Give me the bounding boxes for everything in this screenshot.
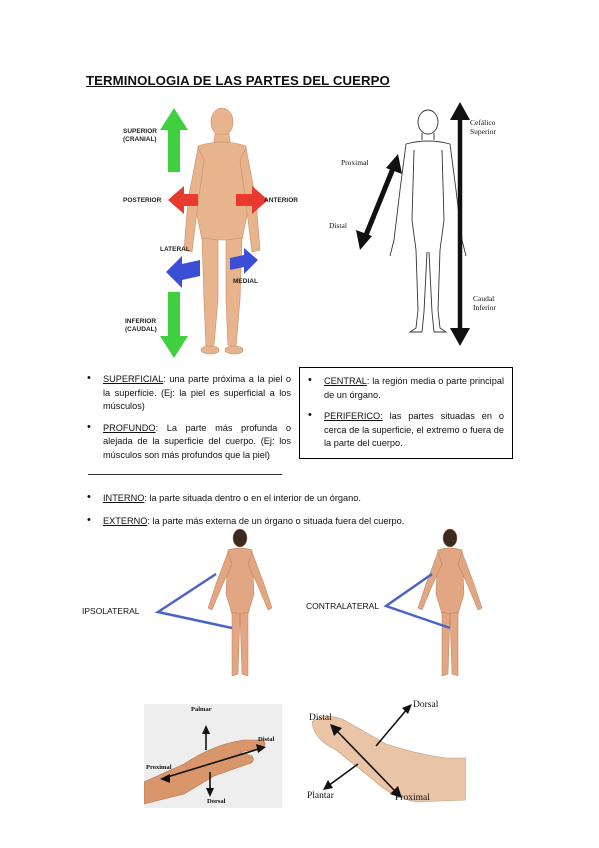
def-superficial: : una parte próxima a la piel o la super… (103, 374, 291, 411)
label-cefalico: Cefálico (470, 118, 496, 127)
label-posterior: POSTERIOR (123, 197, 162, 204)
label-hand-dorsal: Dorsal (207, 798, 226, 805)
inferior-arrow (160, 292, 188, 358)
page-title: TERMINOLOGIA DE LAS PARTES DEL CUERPO (86, 73, 390, 88)
def-profundo: : La parte más profunda o alejada de la … (103, 422, 291, 460)
label-distal: Distal (329, 221, 347, 230)
def-interno: : la parte situada dentro o en el interi… (144, 493, 361, 503)
anterior-arrow (236, 186, 268, 214)
medial-arrow (230, 248, 258, 274)
label-superior: SUPERIOR (123, 128, 157, 135)
def-periferico: las partes situadas en o cerca de la sup… (324, 411, 504, 448)
ipsolateral-lines (154, 572, 233, 630)
divider (88, 474, 282, 475)
label-caudal-2: Caudal (473, 294, 495, 303)
label-hand-proximal: Proximal (146, 764, 172, 771)
lateral-figures (154, 528, 483, 677)
list-item: SUPERFICIAL: una parte próxima a la piel… (87, 372, 291, 414)
list-item: INTERNO: la parte situada dentro o en el… (87, 491, 517, 506)
def-externo: : la parte más externa de un órgano o si… (147, 515, 405, 526)
label-ipsolateral: IPSOLATERAL (82, 606, 140, 616)
left-bullet-list: SUPERFICIAL: una parte próxima a la piel… (87, 372, 291, 470)
proximal-distal-arrow (361, 165, 397, 241)
contralateral-lines (383, 572, 451, 630)
list-item: PROFUNDO: La parte más profunda o alejad… (87, 421, 291, 463)
female-figure-contralateral (417, 528, 483, 677)
term-interno: INTERNO (103, 493, 145, 503)
posterior-arrow (168, 186, 198, 214)
def-central: : la región media o parte principal de u… (324, 376, 504, 400)
label-palmar: Palmar (191, 706, 212, 713)
term-central: CENTRAL (324, 376, 367, 386)
foot-shape (311, 716, 466, 803)
full-bullet-list: INTERNO: la parte situada dentro o en el… (87, 491, 517, 536)
label-anterior: ANTERIOR (264, 197, 298, 204)
label-foot-distal: Distal (309, 713, 332, 723)
term-externo: EXTERNO (103, 515, 148, 526)
anatomical-directions-figure (160, 107, 268, 358)
term-periferico: PERIFERICO: (324, 411, 383, 421)
label-contralateral: CONTRALATERAL (306, 601, 380, 611)
label-foot-proximal: Proximal (395, 793, 430, 803)
label-foot-plantar: Plantar (307, 791, 334, 801)
female-figure-ipsolateral (207, 528, 273, 677)
list-item: CENTRAL: la región media o parte princip… (308, 374, 504, 402)
foot-directions-figure (311, 704, 466, 803)
label-inferior: INFERIOR (125, 318, 157, 325)
label-lateral: LATERAL (160, 246, 190, 253)
proximal-distal-figure (356, 102, 470, 346)
label-superior-2: Superior (470, 127, 496, 136)
human-body-figure (183, 107, 261, 355)
term-superficial: SUPERFICIAL (103, 374, 164, 384)
label-medial: MEDIAL (233, 278, 258, 285)
label-caudal: (CAUDAL) (125, 326, 157, 333)
outline-body-figure (389, 109, 467, 333)
list-item: PERIFERICO: las partes situadas en o cer… (308, 409, 504, 451)
list-item: EXTERNO: la parte más externa de un órga… (87, 514, 517, 529)
central-periferico-box: CENTRAL: la región media o parte princip… (299, 367, 513, 459)
hand-directions-figure (144, 704, 282, 808)
label-cranial: (CRANIAL) (123, 136, 157, 143)
superior-arrow (160, 108, 188, 172)
label-hand-distal: Distal (258, 736, 275, 743)
term-profundo: PROFUNDO (103, 422, 156, 433)
label-inferior-2: Inferior (473, 303, 496, 312)
lateral-arrow (166, 256, 200, 288)
label-proximal: Proximal (341, 158, 369, 167)
label-foot-dorsal: Dorsal (413, 700, 439, 710)
